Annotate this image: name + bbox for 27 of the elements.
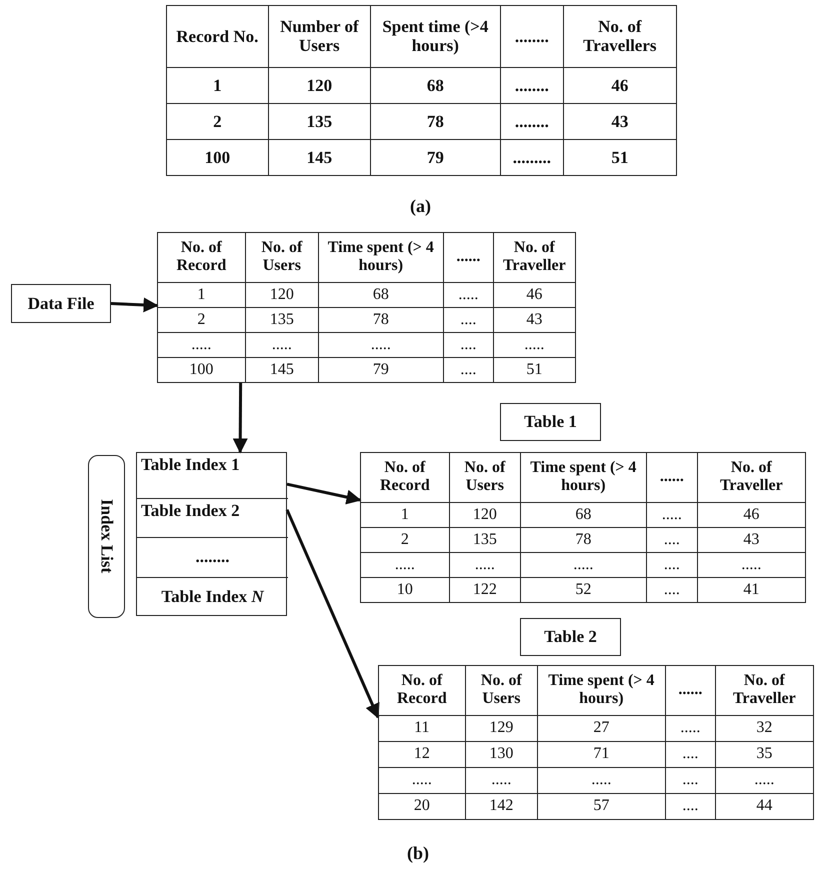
vertical-label: Index List [96, 499, 116, 574]
box-label: Data File [28, 294, 94, 314]
data-table [360, 452, 805, 602]
index-entry-text: ........ [194, 547, 230, 567]
box-label: Table 2 [544, 627, 597, 647]
data-table [378, 665, 813, 819]
arrow [286, 509, 380, 719]
data-table [166, 5, 676, 175]
arrow [286, 482, 362, 504]
panel-caption: (b) [407, 843, 429, 864]
table-cell: 41 [696, 576, 806, 603]
label-box [11, 284, 111, 323]
index-list-box [136, 452, 287, 616]
table-cell: 44 [714, 792, 814, 820]
index-entry-text: Table Index N [160, 587, 266, 607]
box-label: Table 1 [524, 412, 577, 432]
arrow [232, 382, 248, 454]
rounded-label-box [88, 455, 125, 618]
index-entry-text: Table Index 1 [141, 455, 240, 475]
index-entry-text: Table Index 2 [141, 501, 240, 521]
arrow [110, 297, 158, 312]
table-cell: 51 [562, 138, 677, 176]
data-table [157, 232, 575, 382]
panel-caption: (a) [410, 196, 431, 217]
label-box [500, 403, 601, 441]
label-box [520, 618, 621, 656]
table-cell: 51 [492, 356, 576, 383]
